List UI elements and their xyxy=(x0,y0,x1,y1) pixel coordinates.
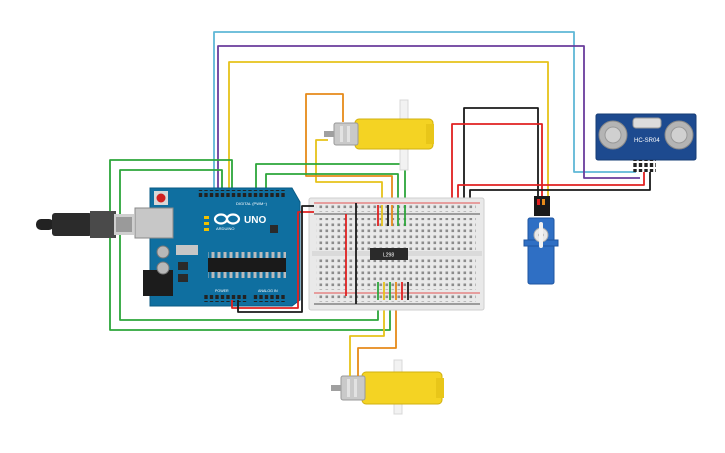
servo-motor[interactable] xyxy=(523,196,559,285)
wire-red-power xyxy=(231,211,314,309)
wire-black-power xyxy=(237,205,314,313)
wire-orange-motor1 xyxy=(305,93,393,205)
usb-jack xyxy=(134,207,174,239)
wires-green xyxy=(109,159,406,331)
dc-motor-bottom[interactable] xyxy=(331,359,444,415)
sensor-model-label: HC-SR04 xyxy=(634,138,660,144)
uno-label: UNO xyxy=(244,215,266,226)
ultrasonic-sensor[interactable]: HC-SR04 xyxy=(595,113,697,172)
dc-motor-top[interactable] xyxy=(324,99,434,171)
reset-button[interactable] xyxy=(156,193,166,203)
wires-motor2 xyxy=(349,300,397,376)
wire-red-servo xyxy=(451,123,543,205)
digital-label: DIGITAL (PWM~) xyxy=(236,201,268,206)
wire-green-1 xyxy=(109,159,391,331)
wire-cyan xyxy=(213,31,636,190)
arduino-brand-label: ARDUINO xyxy=(216,226,234,231)
wire-yellow-motor2 xyxy=(349,300,385,376)
l298-chip[interactable] xyxy=(370,248,408,260)
wire-green-4 xyxy=(265,173,399,205)
usb-cable xyxy=(36,211,134,238)
wire-green-2 xyxy=(119,169,379,321)
wire-orange-motor2 xyxy=(357,300,397,376)
power-label: POWER xyxy=(215,289,229,293)
power-header xyxy=(204,295,248,302)
wire-black-servo xyxy=(463,107,539,205)
power-wires xyxy=(231,205,314,313)
wire-green-3 xyxy=(255,163,406,205)
analog-header xyxy=(252,295,286,302)
wire-purple xyxy=(217,45,640,190)
breadboard[interactable]: L298 xyxy=(308,197,485,311)
wires-back xyxy=(213,31,651,210)
digital-header xyxy=(198,190,286,197)
arduino-uno[interactable]: UNO ARDUINO DIGITAL (PWM~) POWER ANALOG … xyxy=(134,187,301,307)
l298-label: L298 xyxy=(383,253,394,259)
wire-yellow-motor1 xyxy=(315,139,383,205)
arduino-logo-icon xyxy=(213,213,241,225)
dc-jack xyxy=(143,270,173,296)
wire-yellow-long xyxy=(228,61,549,200)
analog-label: ANALOG IN xyxy=(258,289,278,293)
breadboard-jumpers xyxy=(345,203,409,304)
atmega-chip xyxy=(208,258,286,272)
